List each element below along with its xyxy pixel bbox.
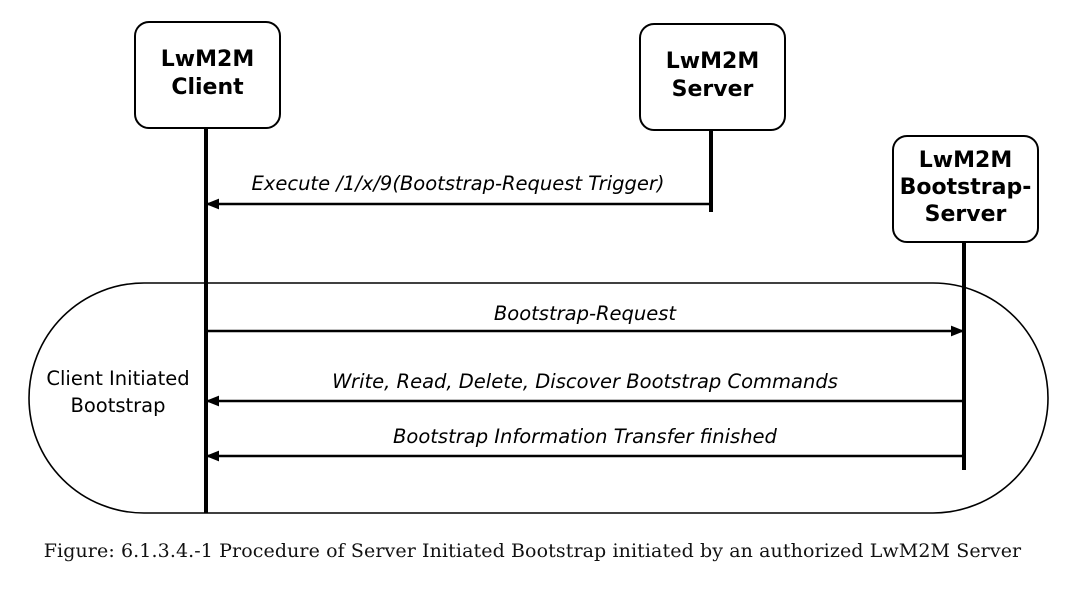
- participant-bootstrap-server-label-line2: Bootstrap-: [900, 175, 1032, 200]
- participant-client[interactable]: LwM2M Client: [134, 21, 281, 129]
- participant-client-label-line2: Client: [171, 75, 244, 100]
- message-bootstrap-request-label: Bootstrap-Request: [494, 302, 678, 325]
- participant-bootstrap-server-box[interactable]: [892, 135, 1039, 243]
- participant-server-label-line1: LwM2M: [666, 49, 759, 74]
- message-bootstrap-commands-label: Write, Read, Delete, Discover Bootstrap …: [332, 370, 838, 393]
- participant-bootstrap-server-label-line1: LwM2M: [919, 148, 1012, 173]
- participant-bootstrap-server-label-line3: Server: [925, 202, 1007, 227]
- participant-client-label-line1: LwM2M: [161, 47, 254, 72]
- participant-server-box[interactable]: [639, 23, 786, 131]
- figure-caption: Figure: 6.1.3.4.-1 Procedure of Server I…: [43, 540, 1022, 562]
- message-execute-trigger[interactable]: Execute /1/x/9(Bootstrap-Request Trigger…: [205, 172, 711, 210]
- region-label-line2: Bootstrap: [70, 394, 165, 417]
- region-client-initiated-bootstrap: Client Initiated Bootstrap: [28, 282, 1049, 514]
- message-bootstrap-finished[interactable]: Bootstrap Information Transfer finished: [205, 425, 964, 462]
- message-bootstrap-request[interactable]: Bootstrap-Request: [206, 302, 965, 337]
- message-execute-trigger-label: Execute /1/x/9(Bootstrap-Request Trigger…: [251, 172, 664, 195]
- message-bootstrap-commands[interactable]: Write, Read, Delete, Discover Bootstrap …: [205, 370, 964, 407]
- region-boundary: [28, 282, 1049, 514]
- participant-client-box[interactable]: [134, 21, 281, 129]
- participant-bootstrap-server[interactable]: LwM2M Bootstrap- Server: [892, 135, 1039, 243]
- message-bootstrap-finished-label: Bootstrap Information Transfer finished: [393, 425, 777, 448]
- participant-server-label-line2: Server: [672, 77, 754, 102]
- participant-server[interactable]: LwM2M Server: [639, 23, 786, 131]
- region-label-line1: Client Initiated: [46, 367, 189, 390]
